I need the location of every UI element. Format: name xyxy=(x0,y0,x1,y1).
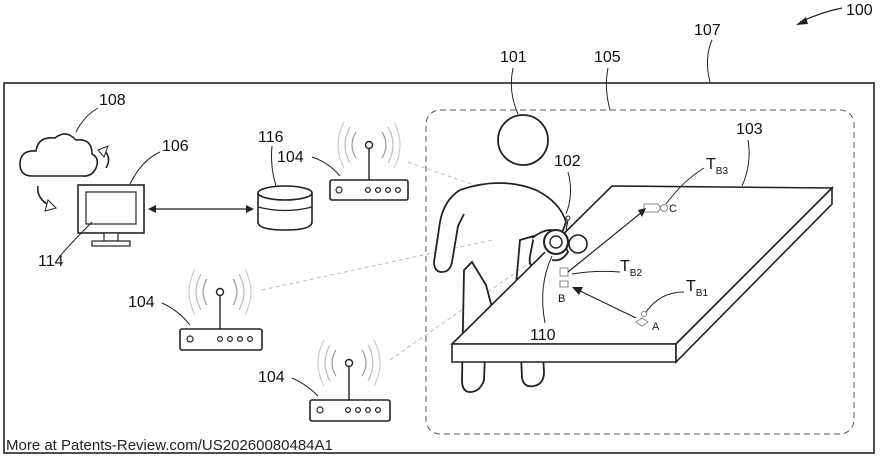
facility-border xyxy=(3,82,875,454)
router-body xyxy=(179,328,263,351)
label-access-point-bottom: 104 xyxy=(258,369,285,386)
label-access-point-top: 104 xyxy=(277,149,304,166)
db-link-head-right xyxy=(246,205,254,213)
label-cloud: 108 xyxy=(99,92,126,109)
label-wearable-inner: 110 xyxy=(530,327,556,344)
database-leader xyxy=(271,145,277,187)
antenna-icon xyxy=(364,140,374,150)
access-point-middle-leader xyxy=(161,302,191,326)
tag-b3-leader xyxy=(665,167,705,205)
computer-screen xyxy=(85,191,137,225)
tag-c-letter: C xyxy=(669,203,677,215)
database-icon xyxy=(257,193,313,231)
label-system: 100 xyxy=(846,2,873,19)
wearable-antenna xyxy=(565,219,569,231)
table-leader xyxy=(741,139,750,187)
tag-b1-label: TB1 xyxy=(686,278,708,299)
person-leader xyxy=(510,67,519,115)
zone-border xyxy=(425,109,855,435)
footer-source-link[interactable]: More at Patents-Review.com/US20260080484… xyxy=(6,437,333,454)
database-top xyxy=(257,185,313,201)
tag-wearable-leader xyxy=(565,171,572,215)
tag-a-marker xyxy=(635,311,649,327)
tag-a-letter: A xyxy=(652,321,660,333)
motion-arrow-a-b xyxy=(577,289,637,319)
label-facility: 107 xyxy=(694,22,721,39)
display-leader xyxy=(59,221,93,257)
label-zone: 105 xyxy=(594,49,621,66)
label-database: 116 xyxy=(258,129,284,146)
label-table: 103 xyxy=(736,121,763,138)
label-computer: 106 xyxy=(162,138,189,155)
table-side-edge xyxy=(675,186,833,364)
zone-leader xyxy=(605,67,611,111)
table-front-edge xyxy=(451,343,677,363)
access-point-top-leader xyxy=(311,156,341,177)
antenna-icon xyxy=(215,287,225,297)
label-person: 101 xyxy=(500,49,527,66)
access-point-bottom xyxy=(309,339,391,422)
cloud-icon xyxy=(19,133,99,177)
facility-leader xyxy=(706,39,713,83)
wearable-device xyxy=(568,234,588,254)
sync-arrowhead-up xyxy=(97,145,109,158)
computer-base xyxy=(91,240,131,247)
label-tag-wearable: 102 xyxy=(554,153,581,170)
person-head xyxy=(497,114,549,166)
access-point-bottom-leader xyxy=(291,377,319,397)
database-band xyxy=(257,206,313,212)
wearable-inner-ring xyxy=(549,235,563,249)
sync-arrowhead-down xyxy=(44,199,57,212)
motion-arrowhead-a-b xyxy=(572,287,583,295)
access-point-top xyxy=(329,121,409,201)
label-display: 114 xyxy=(38,253,64,270)
system-arrowhead xyxy=(796,17,808,25)
motion-arrow-b-c xyxy=(567,211,643,273)
wearable-antenna-tip xyxy=(565,215,571,221)
antenna-icon xyxy=(344,358,354,368)
tag-c-marker xyxy=(643,203,668,213)
tag-b-letter: B xyxy=(558,293,565,305)
wearable-inner-leader xyxy=(542,255,553,324)
access-point-middle xyxy=(179,268,263,351)
person-left-arm xyxy=(433,189,465,273)
computer-leader xyxy=(129,151,161,185)
cloud-leader xyxy=(75,107,99,133)
tag-b3-label: TB3 xyxy=(706,156,728,177)
tag-b1-leader xyxy=(645,291,685,313)
label-access-point-middle: 104 xyxy=(128,294,155,311)
db-link-head-left xyxy=(148,205,156,213)
computer-neck xyxy=(103,232,119,242)
motion-arrowhead-b-c xyxy=(638,208,646,217)
tag-b2-leader xyxy=(571,270,621,275)
tag-b2-label: TB2 xyxy=(620,258,642,279)
